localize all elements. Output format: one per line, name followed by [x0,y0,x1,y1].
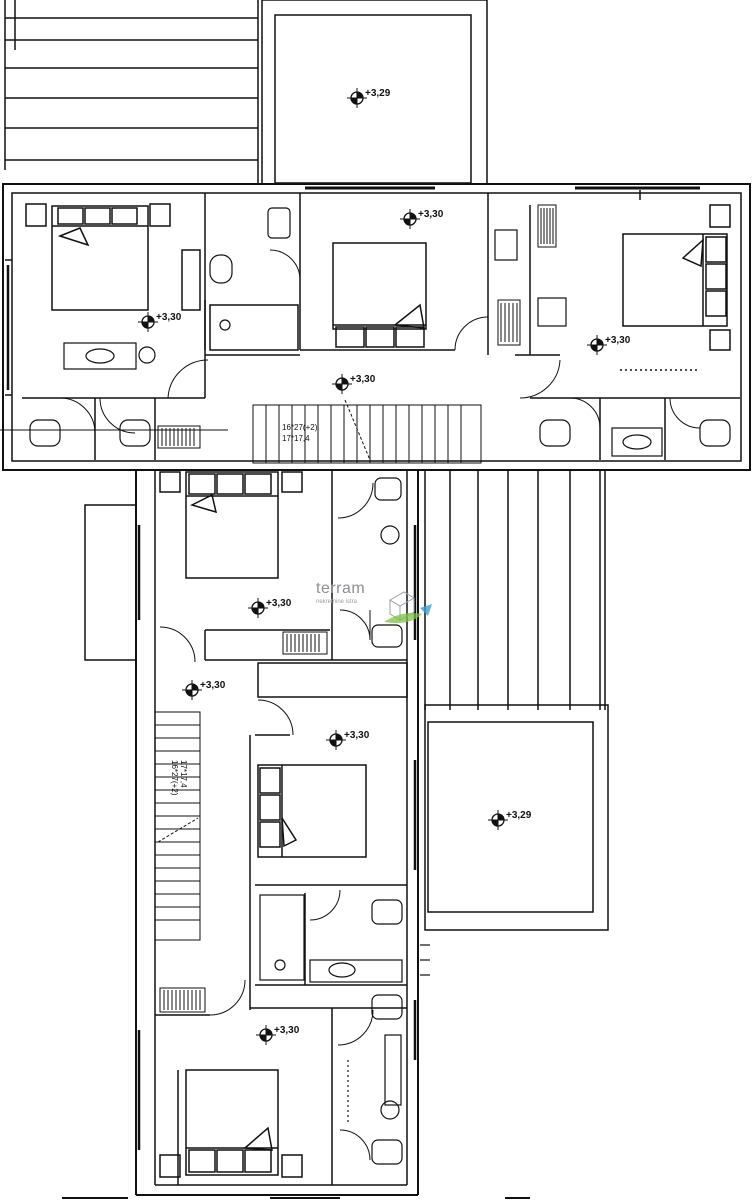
level-markers: +3,29 +3,30 +3,30 +3,30 +3,30 +3,30 +3,30 +3,30… [138,88,631,1045]
bed-middle [257,764,367,858]
watermark-logo-icon [384,591,432,623]
level-marker-text: +3,30 [350,374,376,385]
lower-partitions [155,470,408,1185]
level-marker-text: +3,30 [274,1025,300,1036]
upper-doors [59,249,701,434]
level-marker-text: +3,30 [156,312,182,323]
level-marker-bedroom-mid-west: +3,30 [248,598,292,618]
level-marker-text: +3,30 [605,335,631,346]
north-deck [4,0,259,184]
stair-north-label-1: 16*27(+2) [282,423,318,432]
upper-partitions [22,190,740,460]
terrace-east-outline [424,704,609,931]
level-marker-text: +3,29 [506,810,532,821]
bed-mid-west [159,471,303,579]
terrace-east-inner [427,721,594,913]
wardrobes-lower [159,631,328,1013]
lower-doors [159,482,374,1161]
terrace-north-inner [274,14,472,184]
bed-nw [25,203,201,311]
wardrobes-upper [157,204,557,449]
level-marker-terrace-east: +3,29 [488,810,532,830]
bed-ne [622,204,731,351]
level-marker-text: +3,30 [200,680,226,691]
level-marker-bedroom-ne: +3,30 [587,335,631,355]
level-marker-bedroom-center-north: +3,30 [400,209,444,229]
level-marker-hall-north: +3,30 [332,374,376,394]
watermark: terram nekretnine istra [300,580,450,650]
upper-wing-walls [2,183,751,471]
stair-north-label-2: 17*17,4 [282,434,310,443]
stair-west [154,711,201,941]
bed-center-north [332,242,427,348]
level-marker-bedroom-middle: +3,30 [326,730,370,750]
level-marker-text: +3,29 [365,88,391,99]
lower-wing-walls [84,470,419,1196]
level-marker-hall-stair-west: +3,30 [182,680,226,700]
level-marker-terrace-north: +3,29 [347,88,391,108]
east-deck [424,470,606,710]
upper-fixtures [29,207,731,457]
stair-west-label-2: 17*17,4 [179,760,188,788]
watermark-name: terram [316,580,366,597]
level-marker-bedroom-south: +3,30 [256,1025,300,1045]
stair-north [252,399,482,464]
level-marker-text: +3,30 [344,730,370,741]
stair-west-label-1: 16*27(+2) [170,760,179,796]
level-marker-text: +3,30 [266,598,292,609]
level-marker-text: +3,30 [418,209,444,220]
window-marks [6,265,417,1150]
bed-south [159,1069,303,1185]
level-marker-bedroom-nw: +3,30 [138,312,182,332]
watermark-tagline: nekretnine istra [316,599,358,605]
lower-fixtures [259,477,430,1165]
